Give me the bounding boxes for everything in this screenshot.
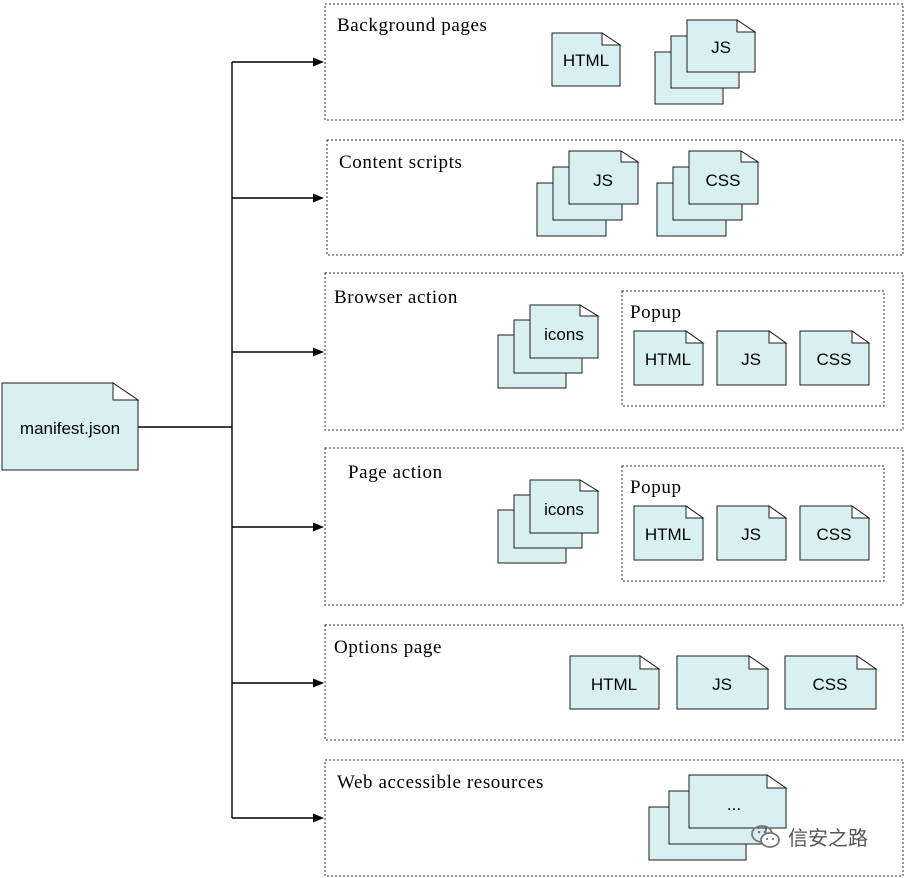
file-html: HTML — [569, 655, 661, 710]
popup-group: Popup HTML JS CSS — [621, 465, 885, 582]
file-js: JS — [676, 655, 770, 710]
svg-text:HTML: HTML — [591, 675, 637, 694]
svg-text:JS: JS — [712, 675, 732, 694]
file-css-stack: CSS — [656, 150, 760, 237]
section-page-action: Page action icons Popup HTML JS — [324, 447, 904, 606]
popup-group: Popup HTML JS CSS — [621, 290, 885, 407]
file-css: CSS — [784, 655, 878, 710]
connector-content-scripts — [232, 193, 324, 203]
connector-options-page — [232, 678, 324, 688]
svg-text:icons: icons — [544, 325, 584, 344]
section-title: Background pages — [337, 15, 487, 36]
file-html: HTML — [633, 505, 705, 561]
connector-background-pages — [232, 57, 324, 67]
file-js-stack: JS — [654, 19, 757, 105]
section-background-pages: Background pages HTML JS — [324, 3, 904, 121]
svg-text:JS: JS — [741, 525, 761, 544]
section-content-scripts: Content scripts JS CSS — [326, 139, 904, 256]
connector-web-accessible-resources — [232, 813, 324, 823]
section-title: Browser action — [334, 287, 458, 308]
connector-page-action — [232, 522, 324, 532]
file-icons-stack: icons — [497, 304, 600, 389]
svg-text:JS: JS — [593, 171, 613, 190]
section-title: Content scripts — [339, 152, 463, 173]
popup-title: Popup — [630, 302, 682, 323]
connector-browser-action — [232, 347, 324, 357]
section-title: Options page — [334, 637, 442, 658]
watermark-text: 信安之路 — [788, 826, 868, 850]
file-html: HTML — [551, 32, 622, 87]
section-options-page: Options page HTML JS CSS — [324, 624, 904, 741]
file-css: CSS — [799, 505, 871, 561]
svg-text:HTML: HTML — [645, 525, 691, 544]
svg-text:JS: JS — [741, 350, 761, 369]
file-js-stack: JS — [536, 150, 640, 237]
svg-text:CSS: CSS — [813, 675, 848, 694]
connectors — [138, 57, 324, 823]
popup-title: Popup — [630, 477, 682, 498]
file-js: JS — [716, 505, 788, 561]
svg-text:...: ... — [727, 795, 741, 814]
svg-text:CSS: CSS — [817, 350, 852, 369]
svg-text:CSS: CSS — [817, 525, 852, 544]
watermark: 信安之路 — [751, 825, 868, 850]
file-js: JS — [716, 330, 788, 386]
svg-text:HTML: HTML — [563, 51, 609, 70]
file-html: HTML — [633, 330, 705, 386]
file-resources-stack: ... — [648, 774, 788, 861]
section-title: Web accessible resources — [337, 772, 544, 793]
svg-text:HTML: HTML — [645, 350, 691, 369]
svg-text:icons: icons — [544, 500, 584, 519]
file-css: CSS — [799, 330, 871, 386]
manifest-label: manifest.json — [20, 419, 120, 438]
file-icons-stack: icons — [497, 479, 600, 564]
svg-text:CSS: CSS — [706, 171, 741, 190]
section-title: Page action — [348, 462, 443, 483]
svg-text:JS: JS — [711, 38, 731, 57]
manifest-json-document: manifest.json — [1, 382, 140, 471]
section-web-accessible-resources: Web accessible resources ... — [324, 759, 904, 877]
section-browser-action: Browser action icons Popup HTML JS — [324, 272, 904, 431]
